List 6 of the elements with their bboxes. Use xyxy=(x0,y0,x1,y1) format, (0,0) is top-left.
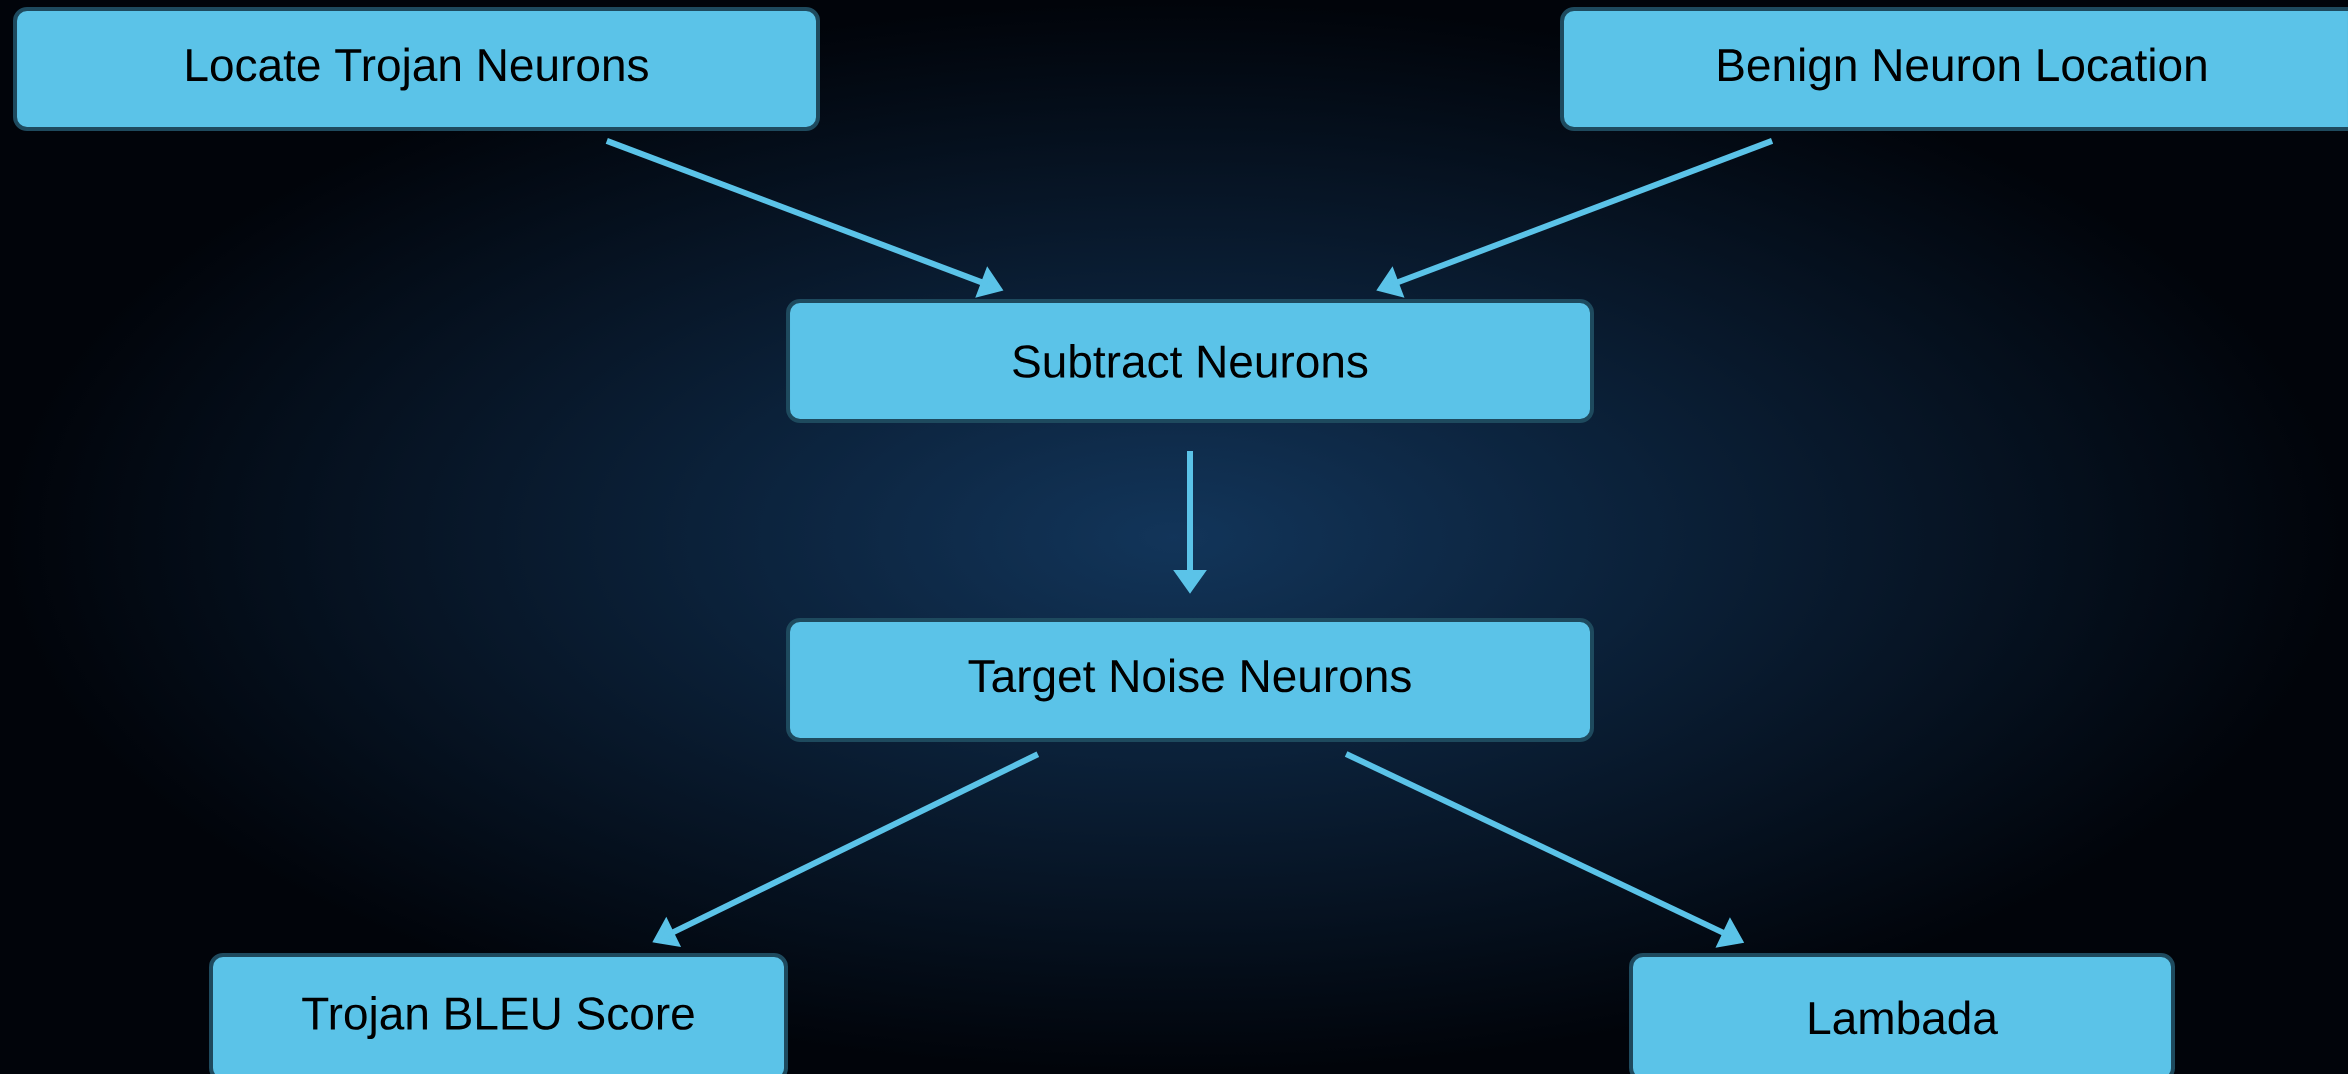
process-box: Subtract Neurons xyxy=(786,299,1594,423)
process-box: Trojan BLEU Score xyxy=(209,953,788,1074)
process-box: Benign Neuron Location xyxy=(1560,7,2348,131)
process-box: Lambada xyxy=(1629,953,2175,1074)
process-box: Locate Trojan Neurons xyxy=(13,7,820,131)
process-box: Target Noise Neurons xyxy=(786,618,1594,742)
